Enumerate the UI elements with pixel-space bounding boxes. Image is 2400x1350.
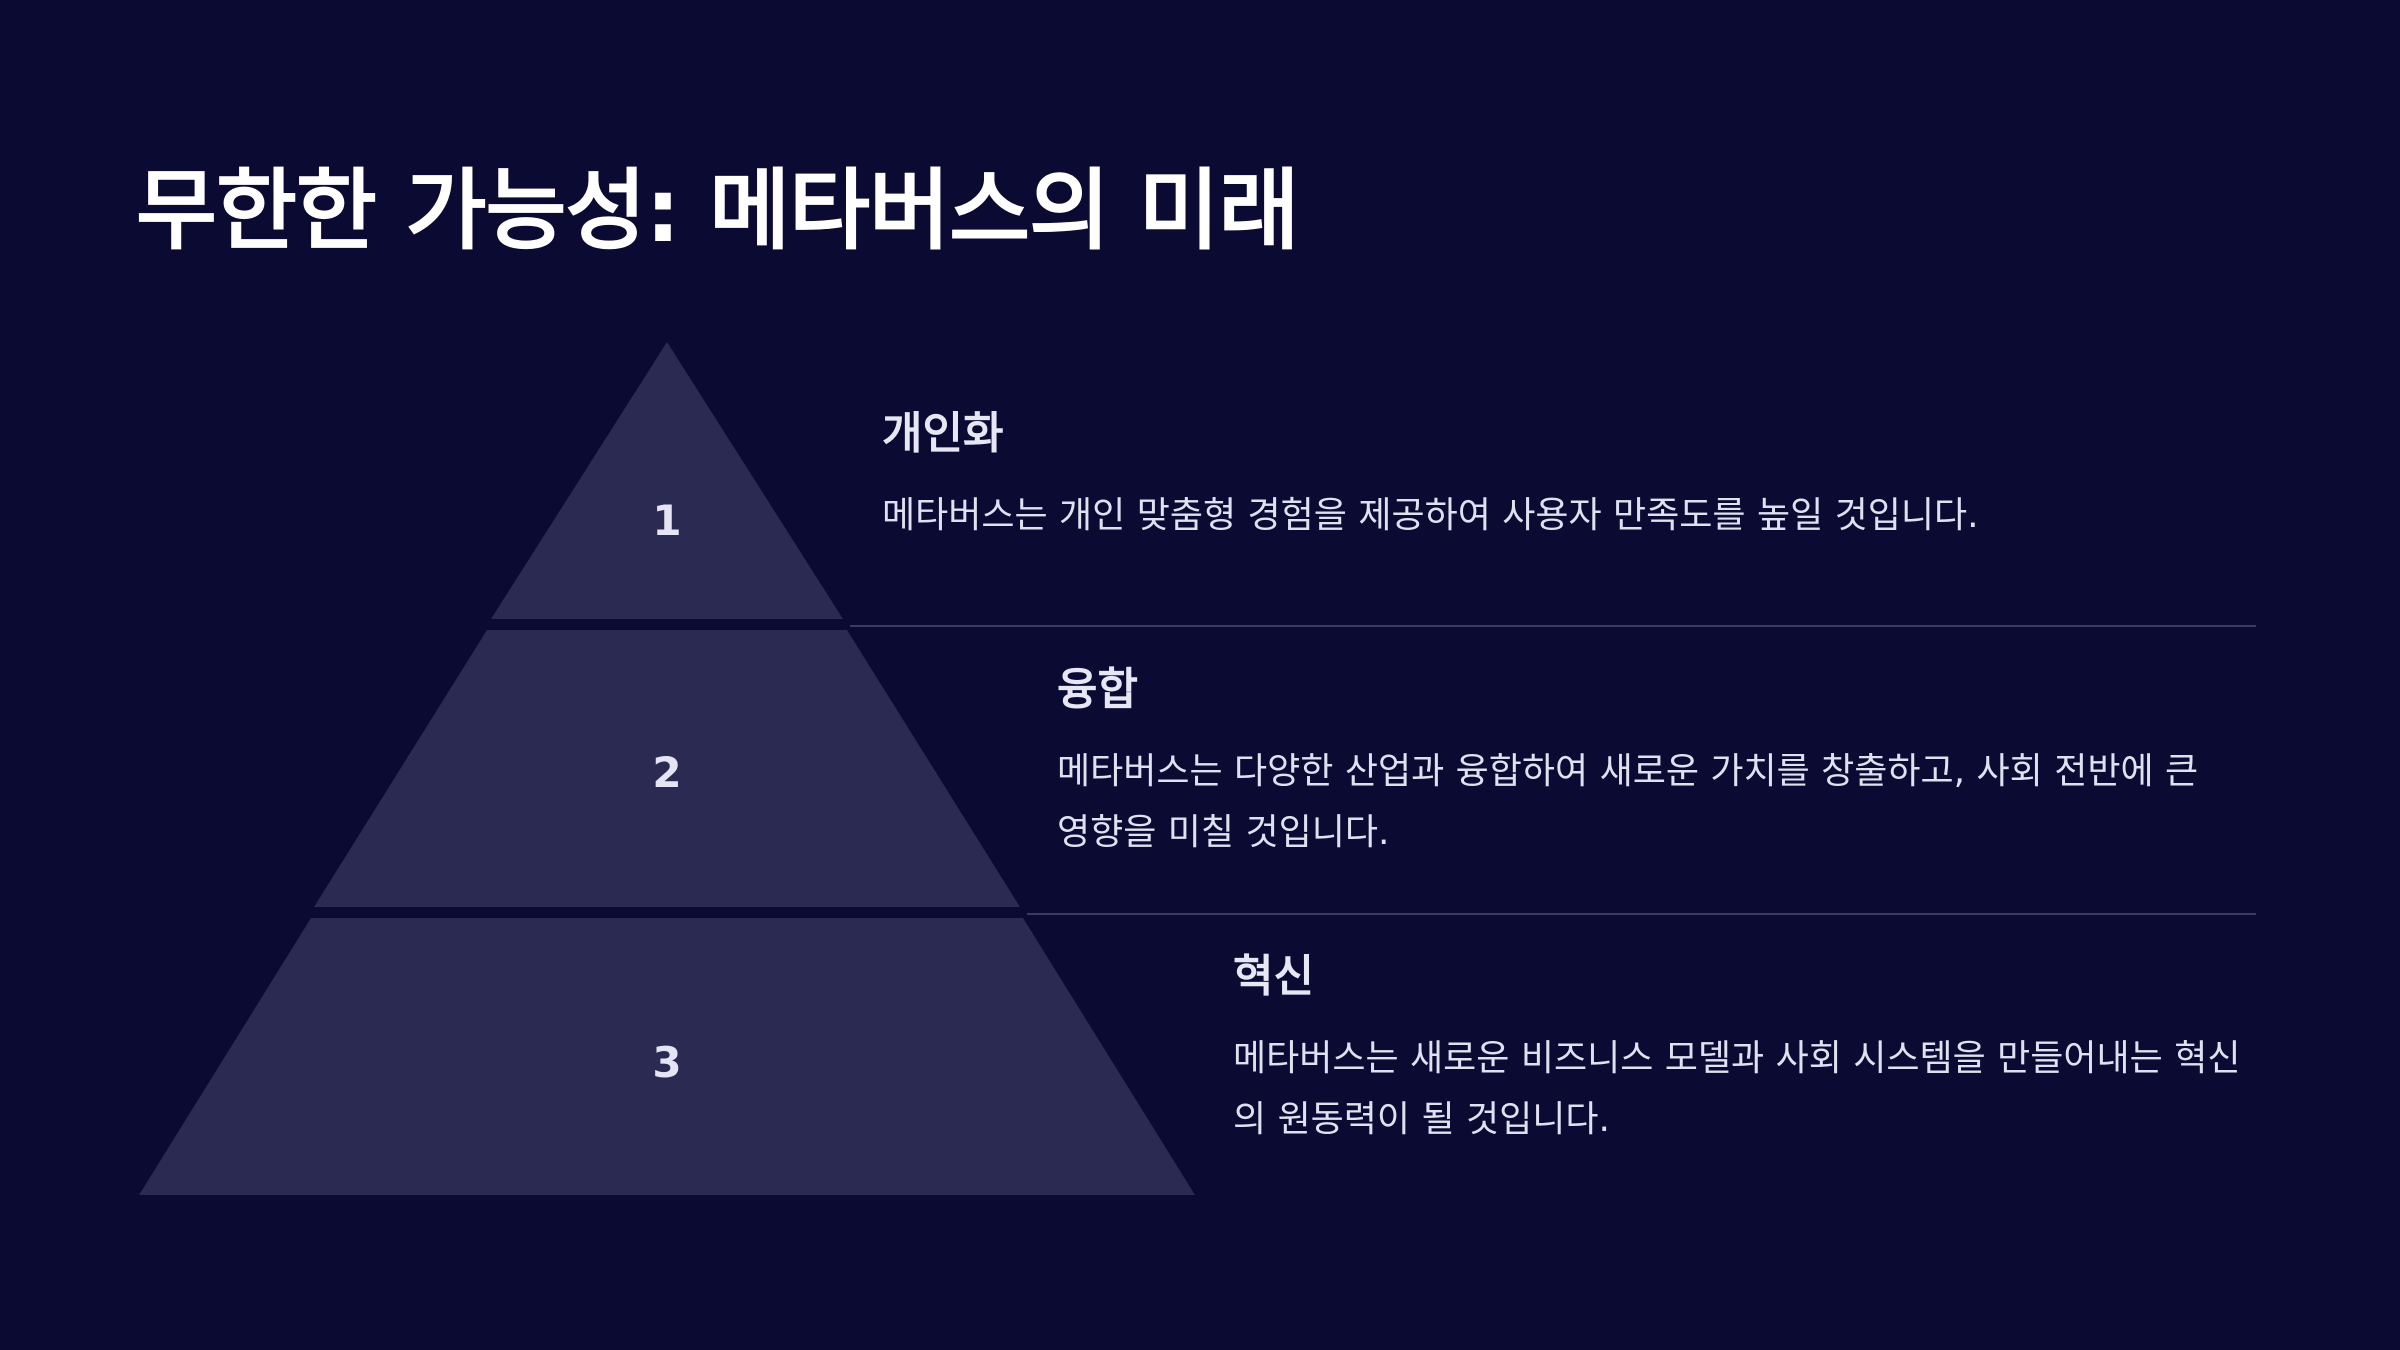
tier-3-title: 혁신 xyxy=(1233,951,1314,1002)
tier-3-description: 메타버스는 새로운 비즈니스 모델과 사회 시스템을 만들어내는 혁신의 원동력… xyxy=(1233,1037,2241,1140)
page-title: 무한한 가능성: 메타버스의 미래 xyxy=(136,159,1300,262)
tier-1-description: 메타버스는 개인 맞춤형 경험을 제공하여 사용자 만족도를 높일 것입니다. xyxy=(882,494,1979,536)
tier-1-title: 개인화 xyxy=(882,408,1004,459)
tier-2-description: 메타버스는 다양한 산업과 융합하여 새로운 가치를 창출하고, 사회 전반에 … xyxy=(1057,750,2199,853)
pyramid-tier-1-shape xyxy=(491,342,843,619)
divider-1 xyxy=(850,625,2256,627)
pyramid-tier-3-shape xyxy=(139,918,1195,1195)
tier-2-title: 융합 xyxy=(1057,664,1138,715)
tier-2-text: 융합 메타버스는 다양한 산업과 융합하여 새로운 가치를 창출하고, 사회 전… xyxy=(1057,664,2237,863)
divider-2 xyxy=(1027,913,2256,915)
pyramid-tier-2-shape xyxy=(314,630,1020,907)
tier-3-text: 혁신 메타버스는 새로운 비즈니스 모델과 사회 시스템을 만들어내는 혁신의 … xyxy=(1233,951,2243,1150)
pyramid-tier-1-number: 1 xyxy=(652,496,681,545)
tier-1-text: 개인화 메타버스는 개인 맞춤형 경험을 제공하여 사용자 만족도를 높일 것입… xyxy=(882,408,2082,546)
pyramid-tier-2-number: 2 xyxy=(652,748,681,797)
pyramid-tier-3-number: 3 xyxy=(652,1038,681,1087)
